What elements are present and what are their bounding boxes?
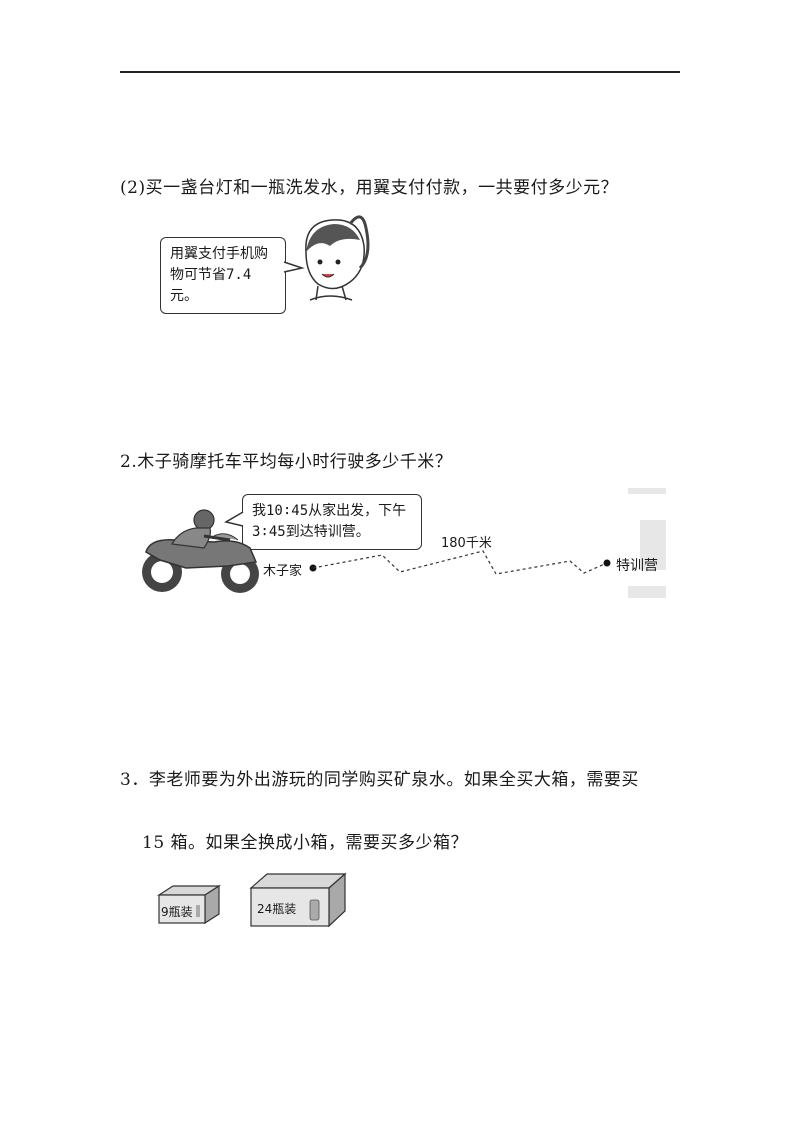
rider-icon xyxy=(171,509,231,549)
small-box-label: 9瓶装 xyxy=(161,905,193,919)
girl-speech-bubble: 用翼支付手机购 物可节省7.4元。 xyxy=(160,237,286,314)
top-rule xyxy=(120,71,680,73)
large-box-label: 24瓶装 xyxy=(257,902,297,916)
route-start-label: 木子家 xyxy=(263,564,303,579)
girl-bubble-line2: 物可节省7.4元。 xyxy=(170,267,252,304)
question-3-line2: 15 箱。如果全换成小箱，需要买多少箱？ xyxy=(142,833,469,853)
small-box-icon xyxy=(156,884,222,925)
motorcycle-icon xyxy=(142,533,259,593)
question-2: 2.木子骑摩托车平均每小时行驶多少千米？ xyxy=(120,452,453,472)
question-3-line1: 3．李老师要为外出游玩的同学购买矿泉水。如果全买大箱，需要买 xyxy=(120,770,639,790)
girl-icon xyxy=(305,215,370,301)
rider-bubble-line1: 我10∶45从家出发，下午 xyxy=(252,503,407,519)
route-end-label: 特训营 xyxy=(616,558,658,574)
rider-speech-bubble: 我10∶45从家出发，下午 3∶45到达特训营。 xyxy=(242,494,422,550)
rider-bubble-line2: 3∶45到达特训营。 xyxy=(252,524,370,540)
question-2-sub: (2)买一盏台灯和一瓶洗发水，用翼支付付款，一共要付多少元？ xyxy=(120,178,619,198)
girl-bubble-line1: 用翼支付手机购 xyxy=(170,246,268,262)
large-box-icon xyxy=(249,872,347,928)
route-path xyxy=(312,550,608,575)
brush-decoration xyxy=(628,488,666,598)
end-point-marker xyxy=(603,559,611,567)
route-distance-label: 180千米 xyxy=(441,536,492,551)
